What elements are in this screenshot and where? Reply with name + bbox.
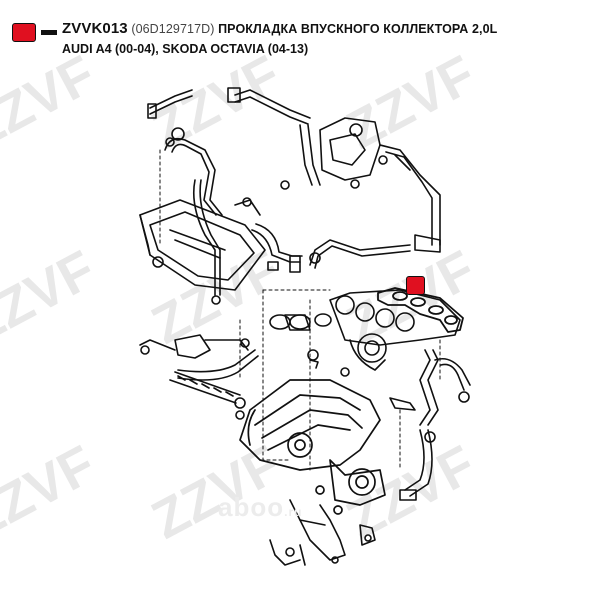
upper-hose-assembly xyxy=(147,87,321,186)
valve-block xyxy=(319,117,441,253)
red-marker-icon xyxy=(12,23,36,42)
small-fittings xyxy=(235,155,436,443)
engine-cover xyxy=(139,197,266,291)
intake-manifold-lower xyxy=(239,379,386,515)
vacuum-line xyxy=(309,239,411,269)
manifold-gasket xyxy=(377,287,464,333)
left-vacuum-hose xyxy=(164,127,223,305)
part-description: ПРОКЛАДКА ВПУСКНОГО КОЛЛЕКТОРА 2,0L xyxy=(218,22,498,36)
part-code: ZVVK013 xyxy=(62,20,128,37)
manifold-bracket xyxy=(269,499,376,566)
dash-icon xyxy=(41,30,57,35)
intake-manifold-upper xyxy=(329,289,461,371)
oem-number: (06D129717D) xyxy=(131,22,215,36)
gasket-callout-marker xyxy=(406,276,425,295)
breather-hose xyxy=(251,223,303,273)
title-line-1: ZVVK013 (06D129717D) ПРОКЛАДКА ВПУСКНОГО… xyxy=(62,20,497,37)
right-coolant-hose xyxy=(389,349,471,501)
site-watermark-suffix: .ru xyxy=(284,505,303,519)
crankcase-pipe xyxy=(139,334,259,381)
part-header: ZVVK013 (06D129717D) ПРОКЛАДКА ВПУСКНОГО… xyxy=(4,4,596,56)
ribbed-hose xyxy=(169,371,246,409)
leader-lines xyxy=(159,149,441,471)
intake-seals xyxy=(269,313,332,369)
site-watermark: aboo.ru xyxy=(218,492,302,523)
part-applicability: AUDI A4 (00-04), SKODA OCTAVIA (04-13) xyxy=(62,42,309,56)
site-watermark-text: aboo xyxy=(218,492,285,522)
